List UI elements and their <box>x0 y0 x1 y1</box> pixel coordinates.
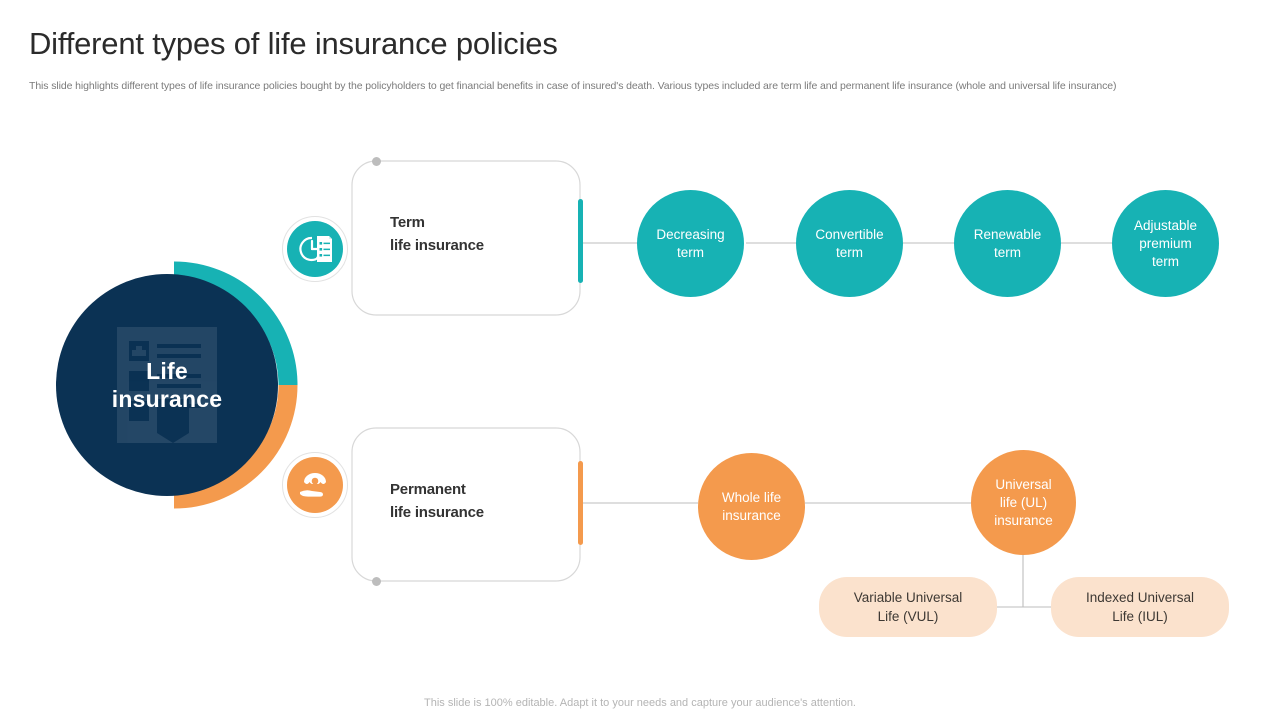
branch-card-term-title-line2: life insurance <box>390 237 484 254</box>
permanent-lead-endcap-dot <box>372 577 381 586</box>
node-term-decreasing[interactable]: Decreasing term <box>637 190 744 297</box>
node-term-convertible-line1: Convertible <box>815 226 884 242</box>
hub-core-circle[interactable]: Life insurance <box>56 274 278 496</box>
permanent-badge[interactable] <box>287 457 343 513</box>
page-subtitle: This slide highlights different types of… <box>29 80 1117 92</box>
hub-label-line1: Life <box>146 358 188 384</box>
node-permanent-universal-life[interactable]: Universal life (UL) insurance <box>971 450 1076 555</box>
node-indexed-universal-life[interactable]: Indexed Universal Life (IUL) <box>1051 577 1229 637</box>
page-title: Different types of life insurance polici… <box>29 26 558 61</box>
node-term-renewable-line2: term <box>993 244 1021 260</box>
node-universal-line1: Universal <box>995 476 1052 492</box>
hub-label-line2: insurance <box>111 386 223 412</box>
hub-arc-teal <box>173 261 298 386</box>
node-term-convertible[interactable]: Convertible term <box>796 190 903 297</box>
branch-card-permanent[interactable]: Permanent life insurance <box>352 428 580 578</box>
branch-card-term-accent-bar <box>578 199 583 283</box>
node-term-adjustable-line1: Adjustable <box>1133 217 1198 233</box>
term-lead-endcap-dot <box>372 157 381 166</box>
node-iul-line2: Life (IUL) <box>1112 609 1168 624</box>
node-vul-line2: Life (VUL) <box>877 609 939 624</box>
hub-arc-orange <box>173 384 298 509</box>
node-term-adjustable-line3: term <box>1151 253 1179 269</box>
hub-label: Life insurance <box>112 357 222 413</box>
node-iul-line1: Indexed Universal <box>1085 590 1195 605</box>
branch-card-permanent-title: Permanent life insurance <box>390 478 484 524</box>
node-universal-line3: insurance <box>994 512 1053 528</box>
term-badge[interactable] <box>287 221 343 277</box>
node-term-decreasing-line1: Decreasing <box>656 226 725 242</box>
branch-card-term[interactable]: Term life insurance <box>352 161 580 311</box>
hub-life-insurance[interactable]: Life insurance <box>50 261 298 509</box>
node-term-decreasing-line2: term <box>676 244 704 260</box>
node-term-adjustable-premium[interactable]: Adjustable premium term <box>1112 190 1219 297</box>
branch-card-permanent-accent-bar <box>578 461 583 545</box>
node-vul-line1: Variable Universal <box>853 590 963 605</box>
branch-card-term-title: Term life insurance <box>390 211 484 257</box>
hub-ring-arcs <box>173 261 298 509</box>
hand-family-care-icon <box>300 473 326 497</box>
clock-checklist-icon <box>299 236 332 262</box>
node-term-renewable-line1: Renewable <box>973 226 1042 242</box>
node-permanent-whole-life[interactable]: Whole life insurance <box>698 453 805 560</box>
branch-card-permanent-title-line2: life insurance <box>390 504 484 521</box>
slide-footer-note: This slide is 100% editable. Adapt it to… <box>424 697 856 709</box>
node-term-renewable[interactable]: Renewable term <box>954 190 1061 297</box>
node-term-adjustable-line2: premium <box>1139 235 1192 251</box>
branch-card-permanent-title-line1: Permanent <box>390 481 466 498</box>
node-universal-line2: life (UL) <box>999 494 1048 510</box>
node-term-convertible-line2: term <box>835 244 863 260</box>
node-whole-line1: Whole life <box>721 489 782 505</box>
node-whole-line2: insurance <box>722 507 781 523</box>
node-variable-universal-life[interactable]: Variable Universal Life (VUL) <box>819 577 997 637</box>
branch-card-term-title-line1: Term <box>390 214 425 231</box>
policy-document-icon <box>117 327 217 443</box>
